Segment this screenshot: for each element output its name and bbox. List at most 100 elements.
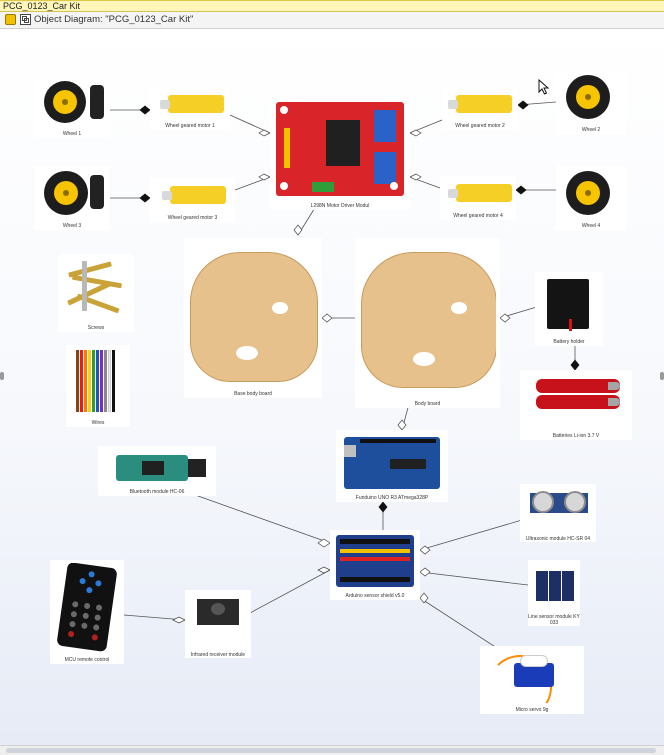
- left-resize-handle[interactable]: [0, 372, 4, 380]
- node-label: Screws: [87, 325, 105, 331]
- wheel-image: [38, 169, 106, 219]
- motor-driver-image: [274, 100, 406, 198]
- node-wires[interactable]: Wires: [66, 345, 130, 427]
- node-label: Wheel geared motor 3: [167, 215, 218, 221]
- link-diamond-filled: [139, 193, 151, 203]
- horizontal-scrollbar[interactable]: [0, 745, 664, 755]
- link-diamond-filled: [515, 185, 527, 195]
- node-label: Wheel geared motor 1: [165, 123, 215, 129]
- remote-image: [54, 563, 120, 653]
- node-battery-holder[interactable]: Battery holder: [535, 272, 603, 346]
- node-ir-receiver[interactable]: Infrared receiver module: [185, 590, 251, 658]
- bluetooth-image: [102, 449, 212, 485]
- link-diamond: [293, 224, 303, 236]
- body-board-image: [359, 242, 496, 396]
- link-ir-shield: [249, 569, 331, 614]
- link-diamond-filled: [139, 105, 151, 115]
- link-diamond: [321, 313, 333, 323]
- line-sensor-image: [532, 563, 576, 608]
- link-diamond: [409, 129, 422, 137]
- link-diamond: [172, 616, 186, 624]
- object-diagram-icon: [20, 14, 31, 25]
- node-wheel-1[interactable]: Wheel 1: [34, 78, 110, 138]
- node-bluetooth-module[interactable]: Bluetooth module HC-06: [98, 446, 216, 496]
- node-motor-driver[interactable]: L298N Motor Driver Modul: [270, 98, 410, 210]
- node-mcu-remote[interactable]: MCU remote control: [50, 560, 124, 664]
- link-diamond: [397, 419, 407, 431]
- link-diamond: [499, 313, 511, 323]
- node-label: Funduino UNO R3 ATmega328P: [355, 495, 429, 501]
- diagram-header: Object Diagram: "PCG_0123_Car Kit": [0, 12, 664, 29]
- node-geared-motor-4[interactable]: Wheel geared motor 4: [440, 176, 516, 220]
- battery-holder-image: [539, 275, 599, 335]
- node-label: Wheel 1: [62, 131, 82, 137]
- node-sensor-shield[interactable]: Arduino sensor shield v5.0: [330, 530, 420, 600]
- node-geared-motor-1[interactable]: Wheel geared motor 1: [150, 88, 230, 130]
- ultrasonic-image: [524, 487, 592, 526]
- node-wheel-2[interactable]: Wheel 2: [556, 70, 626, 134]
- window-title-bar: PCG_0123_Car Kit: [0, 0, 664, 12]
- wheel-image: [560, 73, 622, 123]
- sensor-shield-image: [334, 533, 416, 589]
- geared-motor-image: [444, 179, 512, 209]
- node-batteries[interactable]: Batteries Li-ion 3.7 V: [520, 370, 632, 440]
- base-board-image: [188, 242, 318, 386]
- batteries-image: [524, 373, 628, 429]
- screws-image: [62, 257, 130, 321]
- node-base-body-board[interactable]: Base body board: [184, 238, 322, 398]
- node-label: Batteries Li-ion 3.7 V: [552, 433, 600, 439]
- node-body-board[interactable]: Body board: [355, 238, 500, 408]
- ir-receiver-image: [189, 593, 247, 640]
- link-diamond: [258, 129, 271, 137]
- link-diamond: [258, 173, 271, 181]
- link-ultrasonic-shield: [419, 519, 523, 551]
- link-diamond: [317, 538, 331, 548]
- node-funduino-uno[interactable]: Funduino UNO R3 ATmega328P: [336, 430, 448, 502]
- node-label: Bluetooth module HC-06: [129, 489, 185, 495]
- lock-icon[interactable]: [5, 14, 16, 25]
- node-micro-servo[interactable]: Micro servo 9g: [480, 646, 584, 714]
- node-label: Wheel geared motor 4: [453, 213, 503, 219]
- node-label: MCU remote control: [64, 657, 110, 663]
- node-label: Infrared receiver module: [190, 651, 246, 658]
- wires-image: [70, 348, 126, 416]
- link-diamond: [419, 592, 429, 604]
- link-diamond-filled: [570, 359, 580, 371]
- link-diamond-filled: [517, 100, 529, 110]
- node-wheel-4[interactable]: Wheel 4: [556, 166, 626, 230]
- node-label: Wheel 4: [581, 223, 601, 229]
- node-label: L298N Motor Driver Modul: [310, 203, 370, 209]
- link-diamond: [317, 566, 331, 574]
- link-diamond: [409, 173, 422, 181]
- node-wheel-3[interactable]: Wheel 3: [34, 166, 110, 230]
- wheel-image: [560, 169, 622, 219]
- link-line-shield: [419, 571, 529, 586]
- node-label: Battery holder: [553, 339, 585, 345]
- node-label: Micro servo 9g: [515, 707, 549, 713]
- wheel-image: [38, 81, 106, 127]
- link-diamond: [419, 567, 431, 577]
- diagram-label: Object Diagram: "PCG_0123_Car Kit": [34, 14, 194, 25]
- node-label: Wheel 2: [581, 127, 601, 133]
- geared-motor-image: [154, 181, 231, 211]
- uno-image: [340, 433, 444, 491]
- node-geared-motor-2[interactable]: Wheel geared motor 2: [442, 88, 518, 130]
- node-geared-motor-3[interactable]: Wheel geared motor 3: [150, 178, 235, 222]
- node-label: Wheel geared motor 2: [455, 123, 505, 129]
- link-diamond-filled: [378, 501, 388, 513]
- node-label: Body board: [414, 401, 441, 407]
- node-label: Ultrasonic module HC-SR 04: [525, 535, 591, 542]
- node-label: Arduino sensor shield v5.0: [345, 593, 405, 599]
- node-screws[interactable]: Screws: [58, 254, 134, 332]
- link-diamond: [419, 545, 431, 555]
- link-servo-shield: [419, 597, 501, 651]
- node-ultrasonic-module[interactable]: Ultrasonic module HC-SR 04: [520, 484, 596, 542]
- node-label: Line sensor module KY 033: [528, 614, 580, 626]
- scrollbar-thumb[interactable]: [6, 748, 656, 753]
- micro-servo-image: [484, 649, 580, 703]
- right-resize-handle[interactable]: [660, 372, 664, 380]
- node-label: Wheel 3: [62, 223, 82, 229]
- geared-motor-image: [446, 91, 514, 119]
- node-line-sensor[interactable]: Line sensor module KY 033: [528, 560, 580, 626]
